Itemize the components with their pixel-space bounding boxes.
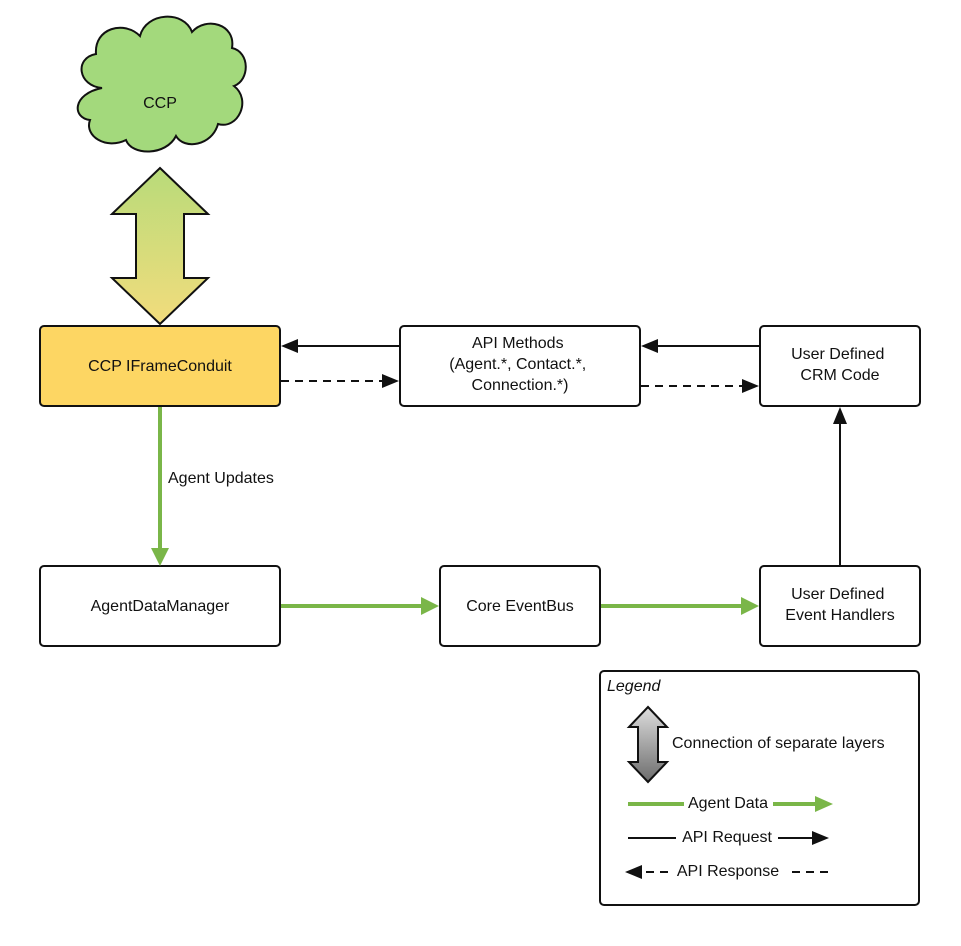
api-methods-line-1: API Methods <box>472 335 564 352</box>
arrowhead-icon <box>281 339 298 353</box>
arrowhead-icon <box>742 379 759 393</box>
iframe-conduit-label: CCP IFrameConduit <box>88 358 232 375</box>
api-methods-line-2: (Agent.*, Contact.*, <box>449 356 586 373</box>
api-methods-label: API Methods (Agent.*, Contact.*, Connect… <box>449 335 590 394</box>
ccp-label: CCP <box>143 95 177 112</box>
arrowhead-icon <box>641 339 658 353</box>
arrowhead-icon <box>741 597 759 615</box>
arrowhead-icon <box>812 831 829 845</box>
user-handlers-label: User Defined Event Handlers <box>785 586 894 624</box>
api-methods-node: API Methods (Agent.*, Contact.*, Connect… <box>399 325 641 407</box>
core-eventbus-label: Core EventBus <box>466 598 574 615</box>
arrowhead-icon <box>151 548 169 566</box>
user-crm-line-1: User Defined <box>791 346 884 363</box>
core-eventbus-node: Core EventBus <box>439 565 601 647</box>
layer-connection-arrow <box>109 166 211 326</box>
legend-api-response-label: API Response <box>677 863 779 880</box>
legend-connection-arrow-icon <box>626 705 670 784</box>
arrowhead-icon <box>833 407 847 424</box>
legend-agent-data-label: Agent Data <box>688 795 768 812</box>
ccp-cloud: CCP <box>76 15 247 153</box>
agent-updates-label: Agent Updates <box>168 470 274 487</box>
legend-title: Legend <box>607 678 661 695</box>
user-crm-node: User Defined CRM Code <box>759 325 921 407</box>
arrowhead-icon <box>382 374 399 388</box>
user-handlers-node: User Defined Event Handlers <box>759 565 921 647</box>
iframe-conduit-node: CCP IFrameConduit <box>39 325 281 407</box>
api-methods-line-3: Connection.*) <box>472 377 569 394</box>
arrowhead-icon <box>815 796 833 812</box>
legend: Legend Connection of separate layers Age… <box>599 670 920 906</box>
arrowhead-icon <box>625 865 642 879</box>
legend-api-request-label: API Request <box>682 829 772 846</box>
agent-data-manager-label: AgentDataManager <box>91 598 230 615</box>
user-crm-label: User Defined CRM Code <box>791 346 889 384</box>
user-handlers-line-2: Event Handlers <box>785 607 894 624</box>
cloud-icon <box>76 15 247 153</box>
legend-connection-label: Connection of separate layers <box>672 735 885 752</box>
user-handlers-line-1: User Defined <box>791 586 884 603</box>
user-crm-line-2: CRM Code <box>800 367 879 384</box>
arrowhead-icon <box>421 597 439 615</box>
agent-data-manager-node: AgentDataManager <box>39 565 281 647</box>
